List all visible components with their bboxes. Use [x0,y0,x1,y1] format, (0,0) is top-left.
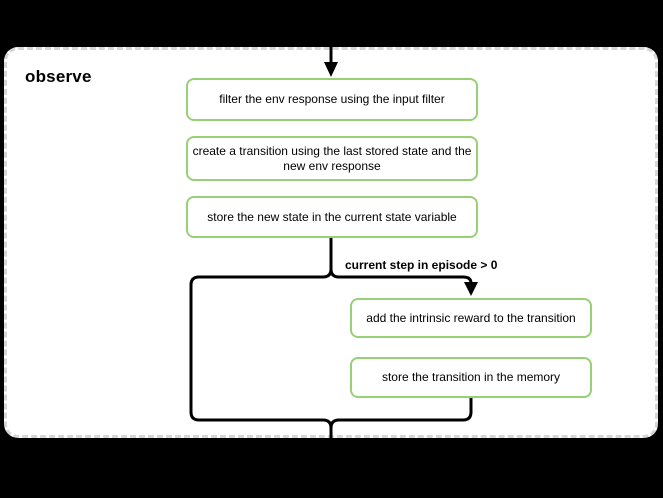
step-box-add-intrinsic-reward: add the intrinsic reward to the transiti… [350,298,592,338]
step-box-filter-env-response: filter the env response using the input … [186,78,478,121]
step-label: store the new state in the current state… [207,209,457,224]
step-box-store-new-state: store the new state in the current state… [186,196,478,238]
arrowhead-branch-right-icon [464,282,478,296]
step-label: add the intrinsic reward to the transiti… [366,310,576,325]
step-box-create-transition: create a transition using the last store… [186,136,478,181]
step-label: create a transition using the last store… [192,143,472,173]
connector-branch-left-bypass [189,268,333,444]
step-label: filter the env response using the input … [219,92,445,106]
arrowhead-entry-icon [324,62,338,77]
step-box-store-transition: store the transition in the memory [350,357,592,398]
connector-branch-right-return [329,397,473,429]
step-label: store the transition in the memory [381,370,561,384]
group-title: observe [25,67,92,86]
branch-condition-label: current step in episode > 0 [345,258,498,272]
